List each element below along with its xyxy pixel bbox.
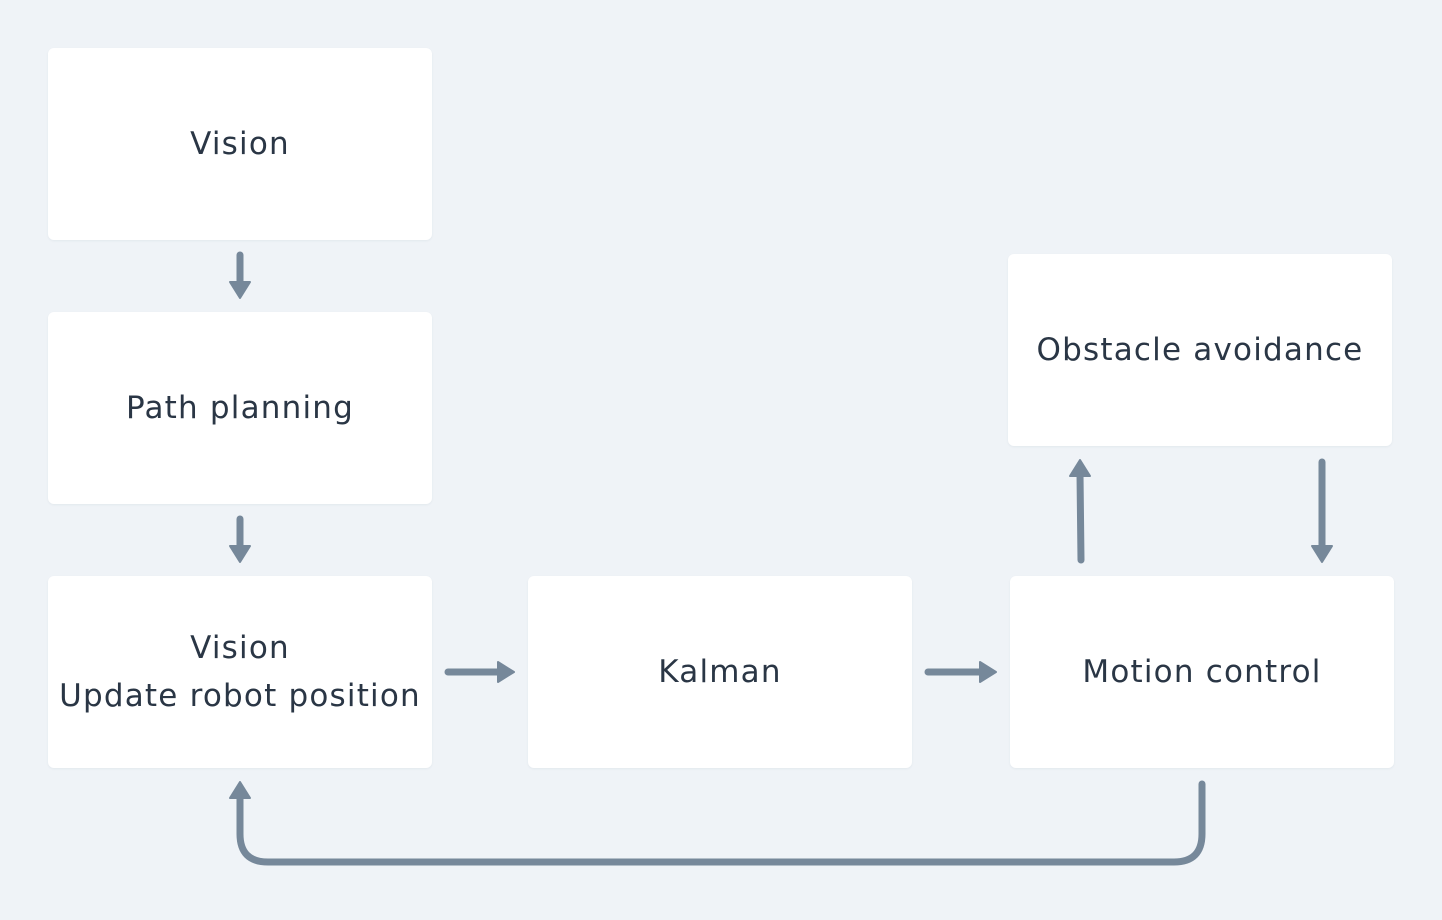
node-obstacle-avoidance-label: Obstacle avoidance <box>1036 332 1364 368</box>
edge-kalman-to-motion-control-arrowhead <box>979 661 997 683</box>
node-path-planning-label: Path planning <box>125 390 355 426</box>
edge-obstacle-avoidance-to-motion-control-arrowhead <box>1311 545 1333 563</box>
edge-path-planning-to-vision-update-arrowhead <box>229 545 251 563</box>
node-path-planning: Path planning <box>48 312 432 504</box>
edge-motion-control-to-obstacle-avoidance-arrowhead <box>1069 459 1091 477</box>
node-motion-control-label: Motion control <box>1082 654 1322 690</box>
edge-vision-update-to-kalman-arrowhead <box>497 661 515 683</box>
node-kalman: Kalman <box>528 576 912 768</box>
node-obstacle-avoidance: Obstacle avoidance <box>1008 254 1392 446</box>
edge-motion-control-to-obstacle-avoidance <box>1076 470 1085 564</box>
node-vision-update-label-line-1: Vision <box>190 630 290 666</box>
node-vision-update-robot-position: Vision Update robot position <box>48 576 432 768</box>
node-vision-label: Vision <box>190 126 290 162</box>
node-vision-update-label-line-2: Update robot position <box>59 678 421 714</box>
node-motion-control: Motion control <box>1010 576 1394 768</box>
node-vision: Vision <box>48 48 432 240</box>
edge-vision-to-path-planning-arrowhead <box>229 281 251 299</box>
edge-motion-control-to-vision-update <box>236 780 1206 866</box>
edge-motion-control-to-vision-update-arrowhead <box>229 781 251 799</box>
node-kalman-label: Kalman <box>658 654 782 690</box>
